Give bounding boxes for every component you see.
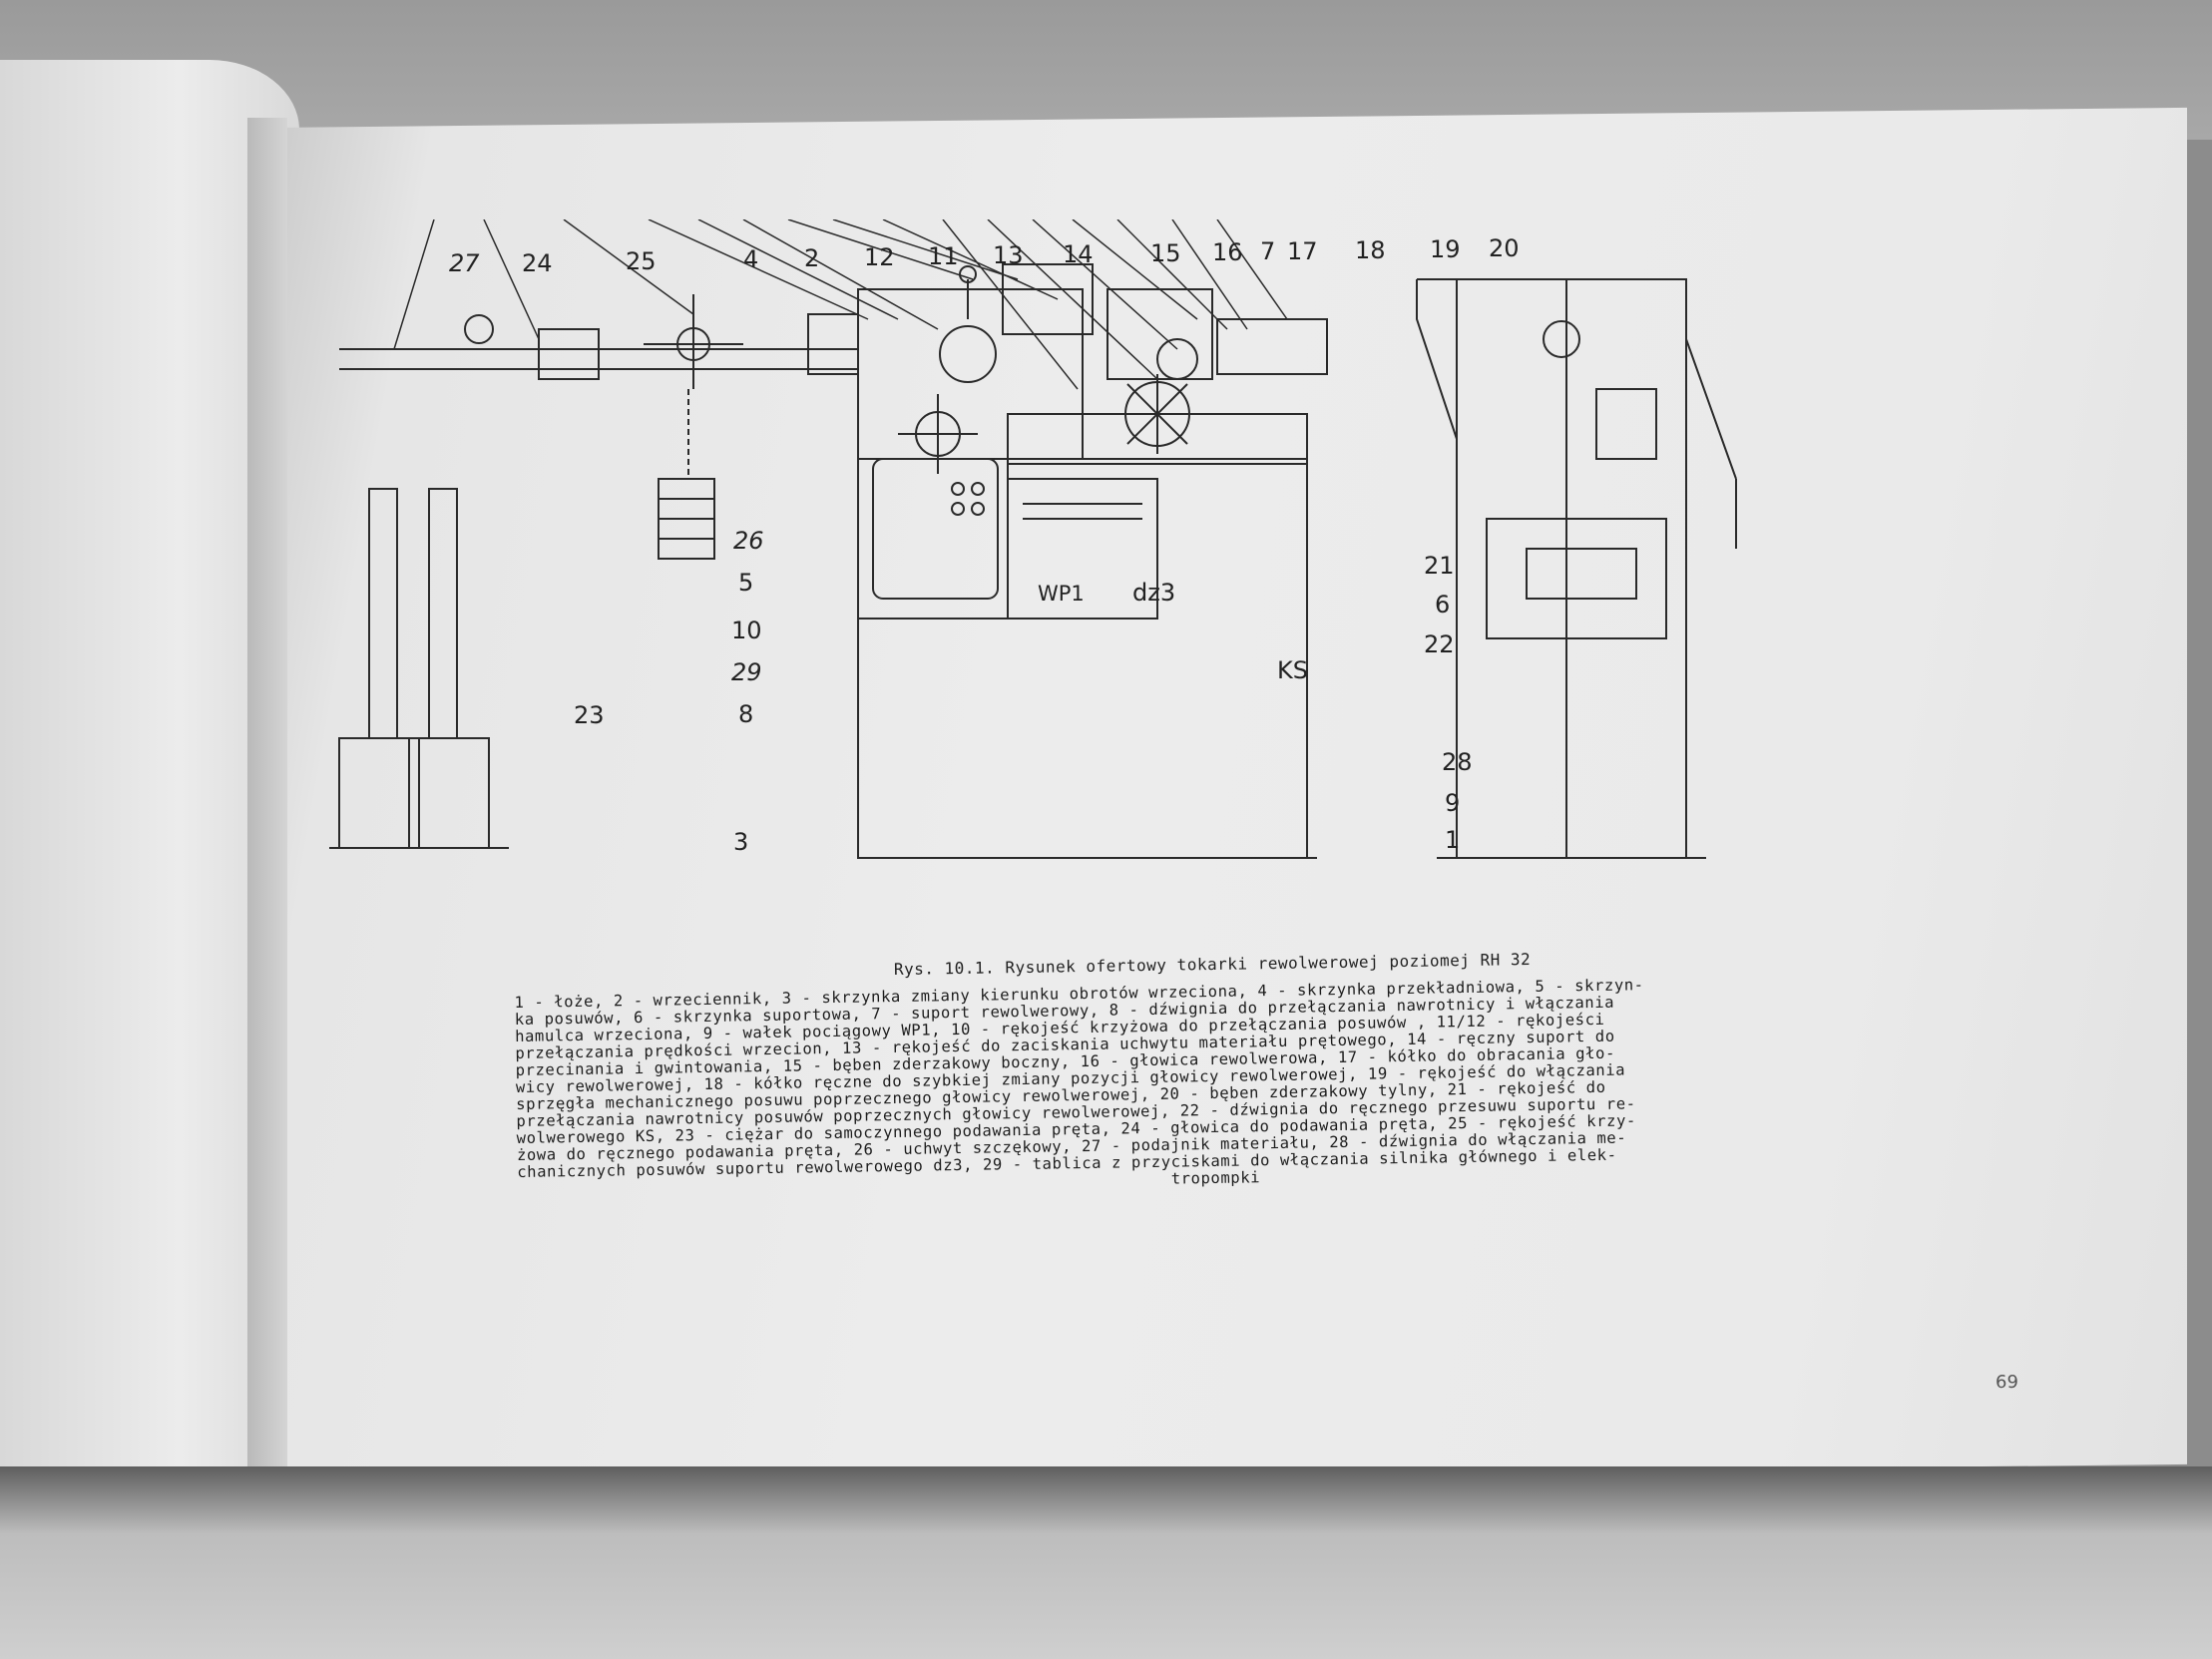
- callout-24: 24: [522, 249, 553, 277]
- callout-wp1: WP1: [1038, 582, 1085, 606]
- callout-12: 12: [864, 243, 895, 271]
- callout-23: 23: [574, 701, 605, 729]
- callout-20: 20: [1489, 234, 1520, 262]
- callout-13: 13: [993, 241, 1024, 269]
- callout-2: 2: [804, 244, 820, 272]
- callout-3: 3: [733, 828, 749, 856]
- side-view-frame: [1456, 278, 1687, 859]
- stop-drum-20: [1216, 318, 1328, 375]
- callout-26: 26: [733, 527, 764, 555]
- access-panel: [1007, 478, 1158, 620]
- callout-8: 8: [738, 700, 754, 728]
- callout-16: 16: [1212, 238, 1243, 266]
- lathe-drawing-svg: [329, 218, 1737, 859]
- callout-dz3: dz3: [1132, 579, 1176, 607]
- callout-14: 14: [1063, 240, 1094, 268]
- feeder-wheel: [464, 314, 494, 344]
- feeder-foot-left: [338, 737, 420, 849]
- callout-27: 27: [449, 249, 480, 277]
- side-view-panel: [1486, 518, 1667, 639]
- wheel-17: [1156, 338, 1198, 380]
- figure-caption: Rys. 10.1. Rysunek ofertowy tokarki rewo…: [514, 944, 1914, 1198]
- lathe-drawing: [299, 218, 1976, 938]
- chuck-26: [807, 313, 859, 375]
- callout-19: 19: [1430, 235, 1461, 263]
- callout-11: 11: [928, 242, 959, 270]
- feed-gearbox-5: [857, 458, 1009, 620]
- callout-9: 9: [1445, 789, 1461, 817]
- callout-5: 5: [738, 569, 754, 597]
- callout-17: 17: [1287, 237, 1318, 265]
- callout-1: 1: [1445, 826, 1461, 854]
- feeder-foot-right: [408, 737, 490, 849]
- callout-15: 15: [1150, 239, 1181, 267]
- feeder-leg-left: [368, 488, 398, 739]
- callout-18: 18: [1355, 236, 1386, 264]
- desk-surface: [0, 1466, 2212, 1659]
- callout-10: 10: [731, 617, 762, 644]
- feeder-leg-right: [428, 488, 458, 739]
- feeder-head-24: [538, 328, 600, 380]
- callout-4: 4: [743, 245, 759, 273]
- book-gutter: [247, 118, 287, 1484]
- callout-6: 6: [1435, 591, 1451, 619]
- callout-29: 29: [731, 658, 762, 686]
- page-number: 69: [1995, 1372, 2018, 1393]
- callout-ks: KS: [1277, 656, 1308, 684]
- control-panel-29: [872, 458, 999, 600]
- callout-25: 25: [626, 247, 657, 275]
- callout-7: 7: [1260, 237, 1276, 265]
- callout-28: 28: [1442, 748, 1473, 776]
- apron-6: [1007, 413, 1308, 465]
- cutoff-slide-14: [1002, 263, 1094, 335]
- callout-22: 22: [1424, 630, 1455, 658]
- callout-21: 21: [1424, 552, 1455, 580]
- speed-handwheel: [939, 325, 997, 383]
